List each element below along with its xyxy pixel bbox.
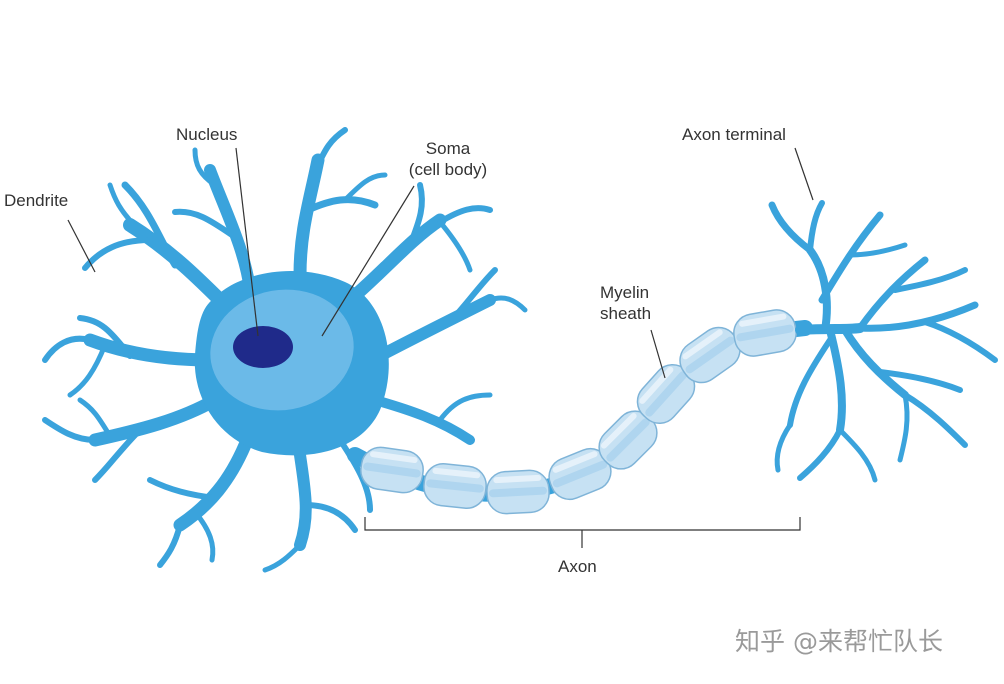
nucleus	[233, 326, 293, 368]
dendrite-branch-31	[192, 509, 216, 563]
dendrite-branch-10	[342, 172, 388, 203]
myelin-sheath-segments	[360, 309, 797, 515]
dendrites	[42, 127, 528, 573]
dendrite-branch-5	[172, 208, 235, 238]
axon-terminal-branch-14	[826, 326, 846, 434]
axon-terminal-branch-12	[902, 392, 968, 448]
axon-terminal-branch-10	[841, 326, 909, 399]
nucleus-label: Nucleus	[176, 125, 238, 144]
dendrite-branch-6	[192, 147, 218, 188]
axon-terminal-branch-18	[774, 422, 793, 473]
axon-terminal-branch-4	[818, 211, 884, 304]
dendrite-branch-25	[92, 427, 143, 483]
leader-line-4	[650, 329, 666, 379]
dendrite-branch-14	[437, 219, 473, 273]
label-leader-lines	[67, 147, 814, 379]
dendrite-branch-32	[294, 449, 312, 551]
axon-bracket	[364, 517, 801, 548]
dendrite-branch-1	[121, 181, 179, 269]
leader-line-3	[794, 147, 814, 201]
axon-terminal-branch-13	[897, 392, 910, 463]
dendrite-branch-34	[262, 542, 303, 573]
axon-terminal-branch-16	[837, 427, 878, 483]
soma-label: Soma (cell body)	[408, 139, 488, 179]
leader-line-2	[321, 185, 415, 337]
dendrite-branch-24	[88, 393, 222, 447]
dendrite-branch-26	[42, 417, 98, 443]
dendrite-branch-8	[304, 196, 379, 214]
myelin-segment-1	[423, 463, 487, 509]
dendrite-branch-15	[366, 294, 496, 366]
axon-bracket-line	[364, 517, 801, 531]
axon-label: Axon	[558, 557, 597, 576]
dendrite-branch-28	[173, 438, 252, 532]
axon-terminal-branch-0	[795, 323, 865, 335]
axon-terminal-label: Axon terminal	[682, 125, 786, 144]
dendrite-branch-22	[42, 335, 93, 363]
myelin-segment-6	[679, 326, 741, 384]
axon-terminal-branch-9	[922, 319, 998, 363]
dendrite-branch-18	[370, 395, 475, 445]
axon-terminal-branch-2	[768, 201, 814, 254]
dendrite-branch-2	[82, 237, 153, 271]
axon-terminal-branch-5	[847, 242, 908, 258]
dendrite-branch-9	[315, 127, 348, 168]
dendrite-branch-23	[67, 342, 108, 398]
dendrite-label: Dendrite	[4, 191, 69, 210]
axon-terminals	[768, 200, 998, 483]
axon-terminal-branch-7	[892, 267, 968, 293]
myelin-segment-2	[486, 469, 550, 515]
dendrite-branch-12	[407, 182, 425, 248]
dendrite-branch-17	[487, 295, 528, 313]
axon-terminal-branch-8	[856, 301, 979, 332]
dendrite-branch-27	[77, 397, 113, 439]
axon-terminal-branch-3	[807, 200, 825, 253]
axon-terminal-branch-1	[806, 246, 831, 334]
dendrite-branch-11	[343, 213, 447, 307]
dendrite-branch-16	[447, 267, 498, 325]
myelin-segment-0	[360, 446, 424, 494]
dendrite-branch-33	[303, 502, 358, 533]
dendrite-branch-30	[157, 522, 183, 568]
leader-line-1	[235, 147, 259, 337]
watermark: 知乎 @来帮忙队长	[735, 627, 943, 656]
dendrite-branch-3	[107, 182, 138, 229]
myelin-segment-4	[598, 410, 658, 470]
dendrite-branch-20	[83, 333, 217, 367]
leader-line-0	[67, 219, 96, 273]
axon-terminal-branch-6	[856, 256, 929, 332]
dendrite-branch-13	[437, 205, 493, 225]
axon-terminal-branch-15	[797, 427, 843, 481]
dendrite-branch-4	[204, 164, 256, 296]
myelin-sheath-label: Myelin sheath	[600, 283, 652, 323]
dendrite-branch-21	[77, 315, 133, 359]
dendrite-branch-29	[147, 477, 218, 501]
axon-terminal-branch-11	[877, 369, 963, 393]
myelin-segment-7	[733, 309, 797, 357]
axon-terminal-branch-17	[787, 337, 833, 428]
dendrite-branch-7	[293, 153, 325, 282]
myelin-segment-3	[548, 447, 612, 501]
dendrite-branch-19	[437, 392, 493, 423]
